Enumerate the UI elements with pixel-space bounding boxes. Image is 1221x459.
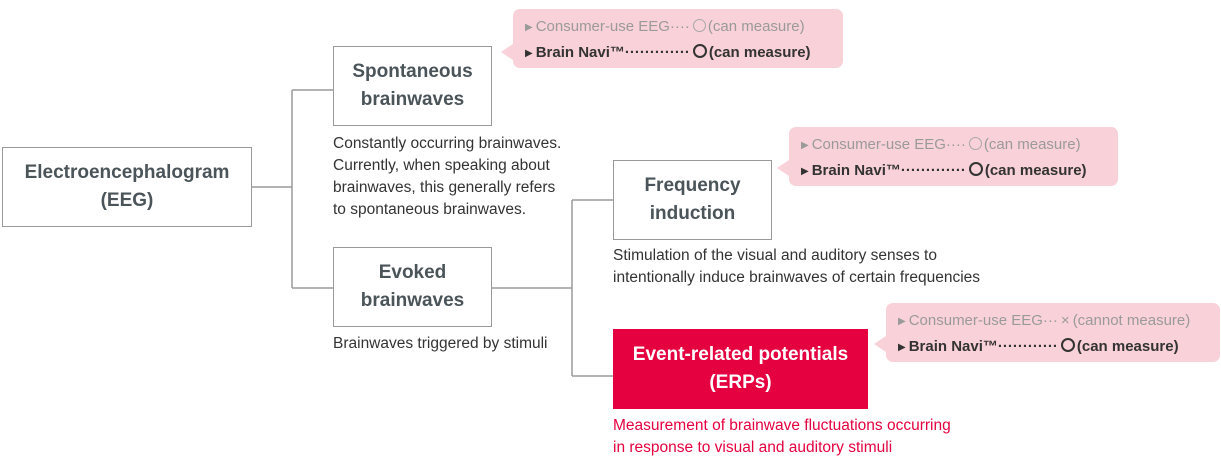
description-line: Stimulation of the visual and auditory s… (613, 247, 937, 264)
circle-mark-icon (1060, 338, 1075, 352)
triangle-bullet-icon: ▶ (525, 22, 533, 33)
description-line: Measurement of brainwave fluctuations oc… (613, 417, 951, 434)
spontaneous-description: Constantly occurring brainwaves. Current… (333, 133, 561, 221)
triangle-bullet-icon: ▶ (898, 342, 906, 353)
spontaneous-node: Spontaneous brainwaves (333, 46, 492, 126)
brain-navi-row: ▶Brain Navi™·············(can measure) (801, 162, 1087, 179)
triangle-bullet-icon: ▶ (898, 316, 906, 327)
description-line: Brainwaves triggered by stimuli (333, 335, 548, 352)
frequency-title-line1: Frequency (644, 175, 741, 196)
evoked-title-line1: Evoked (378, 262, 447, 283)
description-line: intentionally induce brainwaves of certa… (613, 269, 981, 286)
triangle-bullet-icon: ▶ (525, 48, 533, 59)
eeg-title: Electroencephalogram (24, 162, 230, 183)
erp-node: Event-related potentials (ERPs) (613, 329, 868, 409)
brain-navi-row: ▶Brain Navi™·············(can measure) (525, 44, 811, 61)
erp-abbrev: (ERPs) (709, 372, 772, 393)
frequency-description: Stimulation of the visual and auditory s… (613, 245, 980, 289)
description-line: to spontaneous brainwaves. (333, 201, 527, 218)
circle-mark-icon (968, 137, 982, 150)
description-line: in response to visual and auditory stimu… (613, 439, 893, 456)
circle-mark-icon (968, 162, 983, 176)
cross-mark-icon: × (1060, 312, 1070, 329)
circle-mark-icon (692, 44, 707, 58)
erp-description: Measurement of brainwave fluctuations oc… (613, 415, 951, 459)
frequency-node: Frequency induction (613, 160, 772, 240)
eeg-node: Electroencephalogram (EEG) (2, 147, 252, 227)
consumer-eeg-row: ▶Consumer-use EEG···×(cannot measure) (898, 312, 1191, 329)
evoked-description: Brainwaves triggered by stimuli (333, 333, 548, 355)
erp-title: Event-related potentials (632, 344, 849, 365)
spontaneous-title-line1: Spontaneous (352, 61, 473, 82)
erp-callout: ▶Consumer-use EEG···×(cannot measure) ▶B… (874, 303, 1220, 362)
spontaneous-callout: ▶Consumer-use EEG····(can measure) ▶Brai… (501, 9, 843, 68)
description-line: Constantly occurring brainwaves. (333, 135, 562, 152)
brain-navi-row: ▶Brain Navi™············(can measure) (898, 338, 1179, 355)
spontaneous-title-line2: brainwaves (360, 89, 465, 110)
evoked-node: Evoked brainwaves (333, 247, 492, 327)
frequency-title-line2: induction (649, 203, 736, 224)
consumer-eeg-row: ▶Consumer-use EEG····(can measure) (525, 18, 805, 35)
circle-mark-icon (692, 19, 706, 32)
eeg-abbrev: (EEG) (100, 190, 154, 211)
triangle-bullet-icon: ▶ (801, 166, 809, 177)
evoked-title-line2: brainwaves (360, 290, 465, 311)
triangle-bullet-icon: ▶ (801, 140, 809, 151)
consumer-eeg-row: ▶Consumer-use EEG····(can measure) (801, 136, 1081, 153)
frequency-callout: ▶Consumer-use EEG····(can measure) ▶Brai… (777, 127, 1118, 186)
description-line: Currently, when speaking about (333, 157, 550, 174)
description-line: brainwaves, this generally refers (333, 179, 556, 196)
